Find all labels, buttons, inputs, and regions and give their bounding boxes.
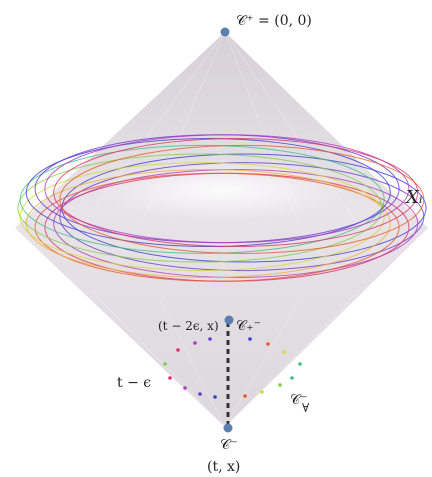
sphere-point xyxy=(213,395,217,399)
surface-ellipse xyxy=(19,144,385,254)
sphere-point xyxy=(183,386,187,390)
surface-ellipse xyxy=(53,138,419,248)
sphere-point xyxy=(208,337,212,341)
bottom-vertex-label: 𝒞⁻ xyxy=(220,437,238,453)
sphere-point xyxy=(198,392,202,396)
surface-ellipse xyxy=(59,144,425,254)
surface-ellipse xyxy=(34,172,400,282)
light-cone-shape xyxy=(15,32,428,427)
sphere-point xyxy=(282,350,286,354)
epsilon-label: t − ϵ xyxy=(117,375,151,391)
right-cone-sub-label: ∀ xyxy=(302,401,310,415)
surface-label: Xᵢ xyxy=(404,187,423,208)
surface-ellipse xyxy=(53,168,419,278)
top-vertex-label: 𝒞⁺ = (0, 0) xyxy=(236,13,312,29)
sphere-point xyxy=(176,348,180,352)
right-cone-label: 𝒞⁻ xyxy=(290,392,308,408)
sphere-point xyxy=(260,390,264,394)
midpoint-label: (t − 2ϵ, x) xyxy=(158,319,219,333)
bottom-vertex xyxy=(223,423,233,433)
sphere-point xyxy=(290,376,294,380)
sphere-point xyxy=(193,341,197,345)
sphere-point xyxy=(163,362,167,366)
top-vertex xyxy=(220,27,230,37)
dotted-sphere-points xyxy=(163,337,302,399)
cone-rulings xyxy=(79,31,361,428)
sphere-point xyxy=(248,337,252,341)
mid-cone-label: 𝒞₊⁻ xyxy=(236,318,261,334)
sphere-point xyxy=(243,394,247,398)
surface-ellipse xyxy=(25,138,391,248)
bottom-coord-label: (t, x) xyxy=(207,459,240,475)
sphere-point xyxy=(298,362,302,366)
sphere-point xyxy=(168,376,172,380)
sphere-point xyxy=(266,342,270,346)
ellipse-ring-xi xyxy=(17,134,427,282)
surface-ellipse xyxy=(44,134,410,244)
sphere-point xyxy=(278,383,282,387)
surface-ellipse xyxy=(59,162,425,272)
inner-disk xyxy=(92,160,352,220)
mid-vertex xyxy=(224,315,234,325)
